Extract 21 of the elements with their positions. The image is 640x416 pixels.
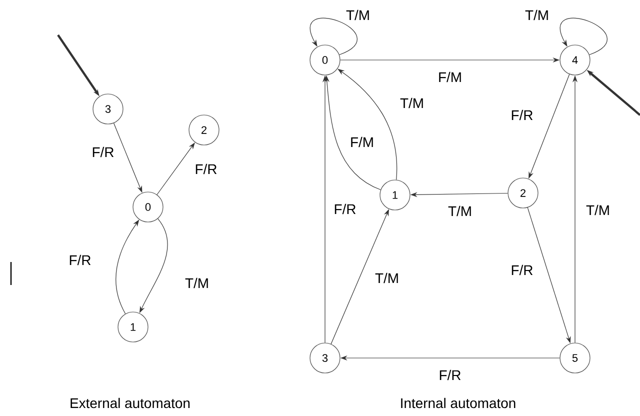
loop-arrow xyxy=(560,18,608,56)
edge-label: F/R xyxy=(90,146,116,158)
edge-label: T/M xyxy=(585,204,611,216)
edge-label: F/R xyxy=(68,254,92,266)
edge-label: T/M xyxy=(447,204,473,218)
caption: Internal automaton xyxy=(401,398,516,408)
edge-label: T/M xyxy=(399,96,425,110)
loop-arrow xyxy=(310,18,358,56)
edge-label: T/M xyxy=(524,8,550,22)
edge-label: F/R xyxy=(194,162,218,176)
edge-label: F/R xyxy=(510,264,534,276)
arrow xyxy=(116,220,140,314)
caption: External automaton xyxy=(70,398,190,408)
edge-label: F/M xyxy=(437,70,463,84)
edge-label: F/M xyxy=(349,136,375,148)
edge-label: T/M xyxy=(374,272,400,284)
edge-label: T/M xyxy=(345,8,371,22)
edge-label: F/R xyxy=(438,368,462,382)
edge-label: T/M xyxy=(184,276,210,290)
edge-label: F/R xyxy=(510,108,534,122)
edge-label: F/R xyxy=(332,202,358,216)
